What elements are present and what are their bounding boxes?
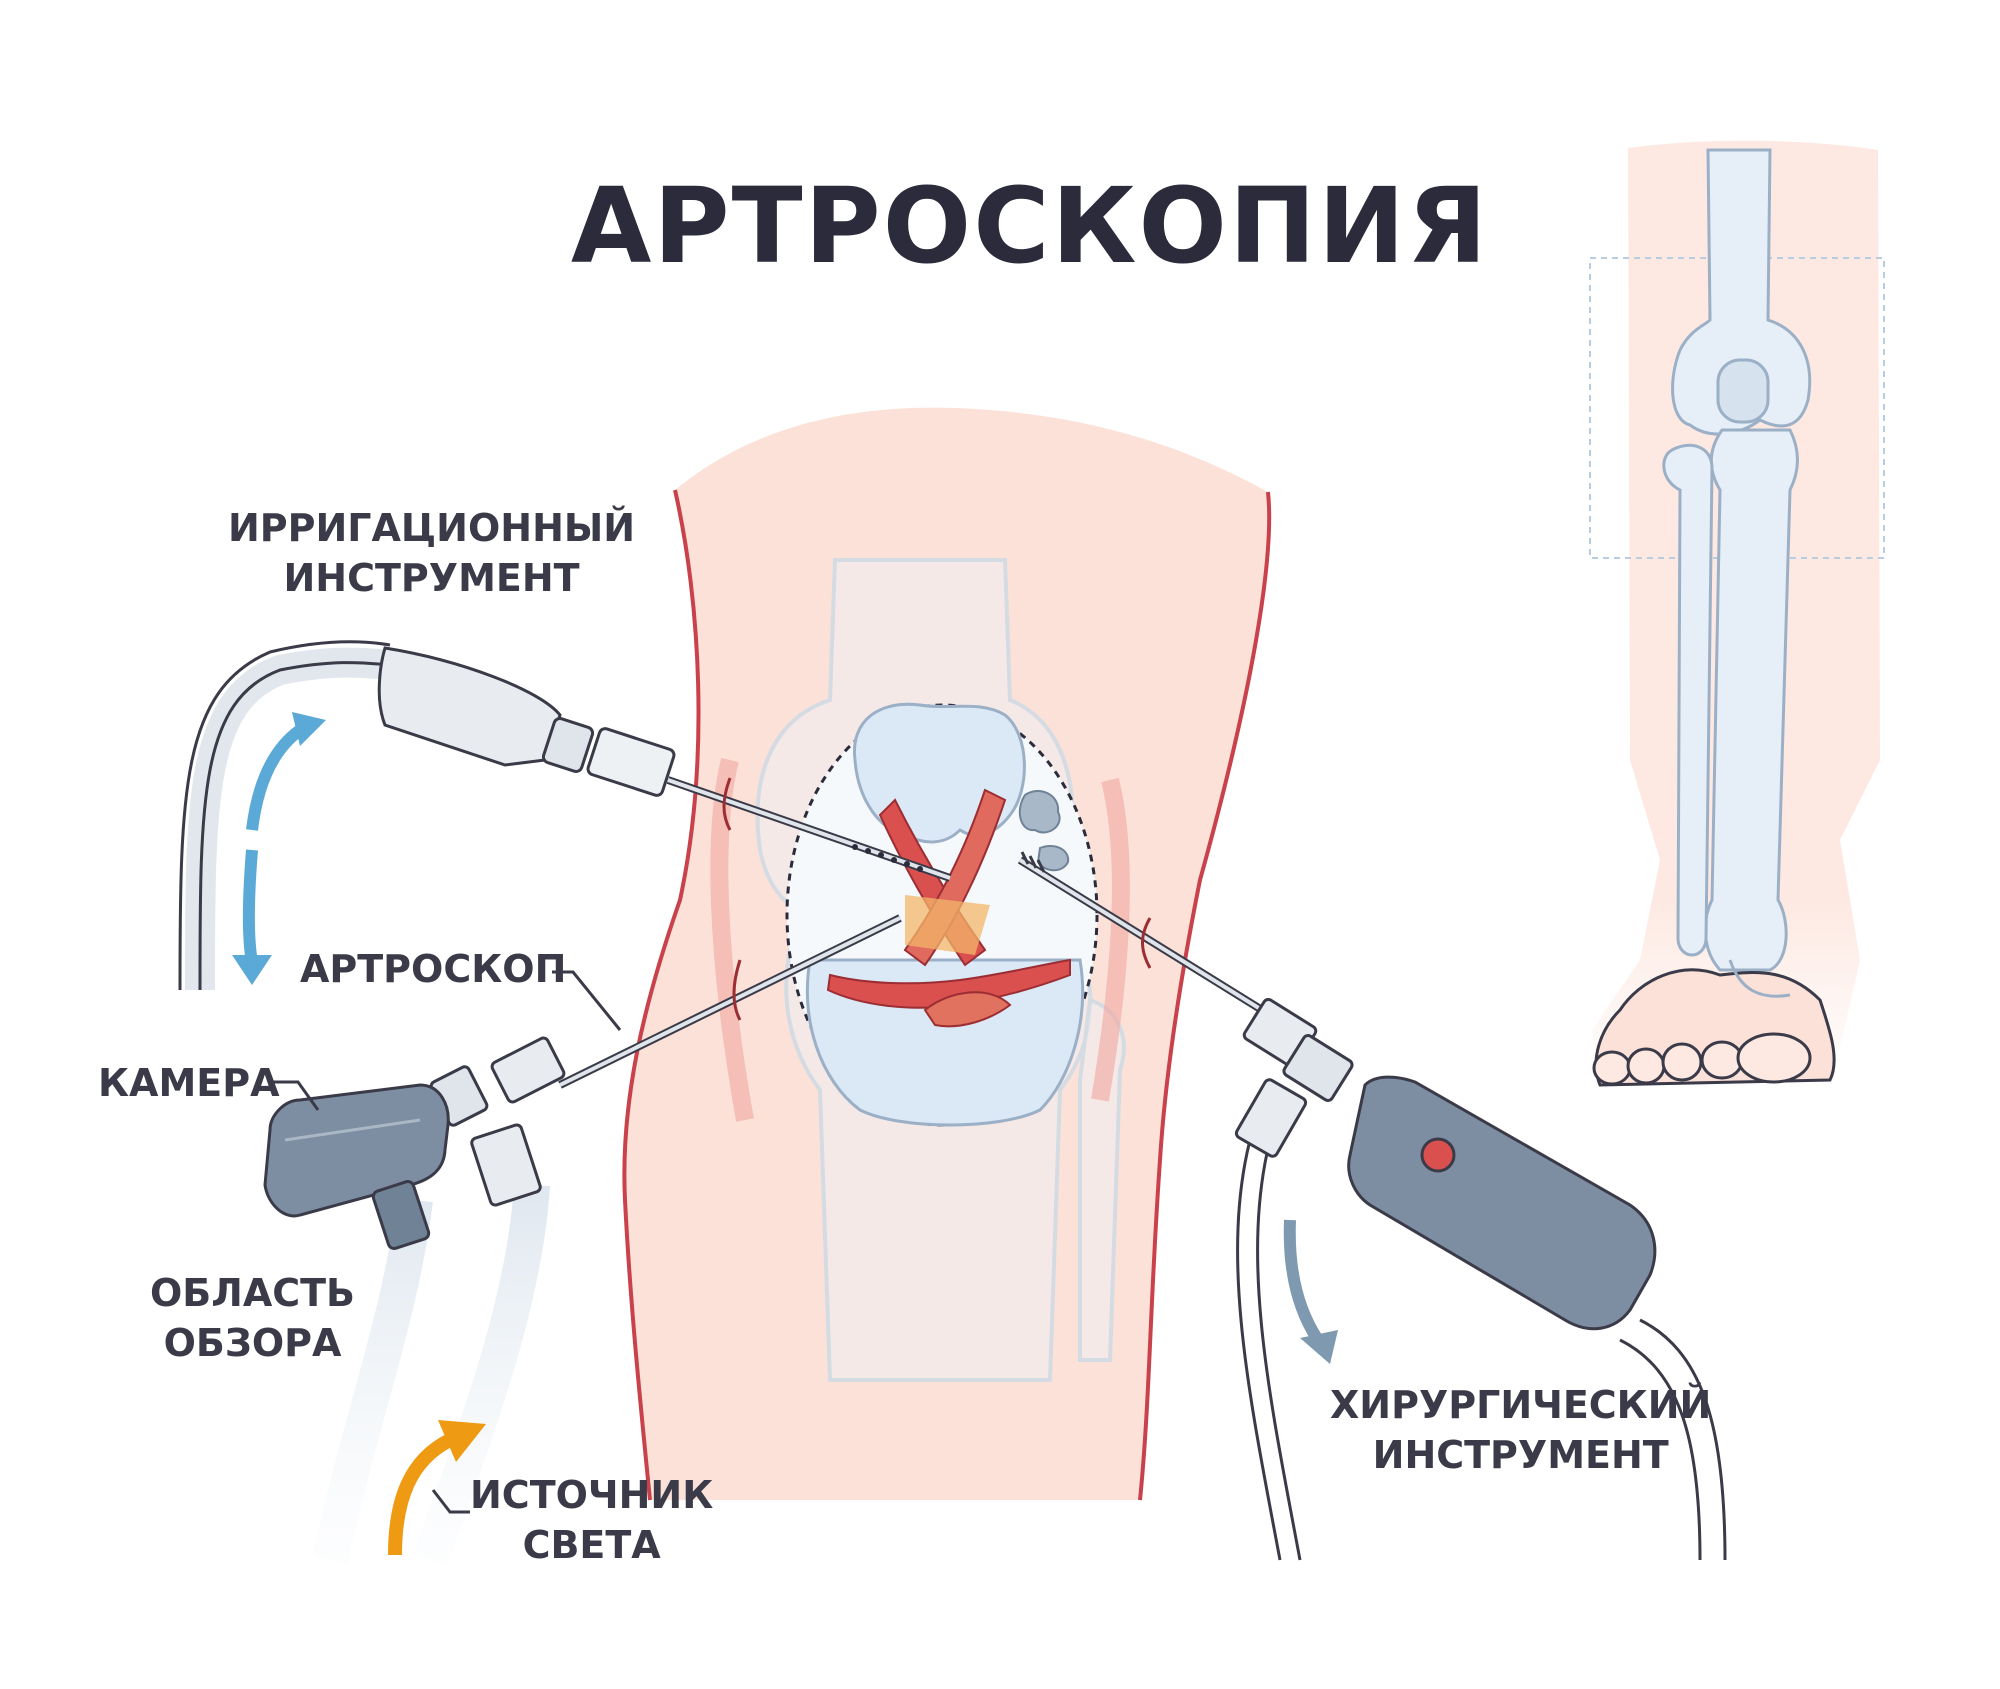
page-title: АРТРОСКОПИЯ: [0, 165, 2000, 287]
label-camera: КАМЕРА: [98, 1058, 280, 1108]
outflow-arrow: [1290, 1220, 1338, 1364]
label-surgical-instrument: ХИРУРГИЧЕСКИЙ ИНСТРУМЕНТ: [1330, 1380, 1711, 1480]
label-view-area: ОБЛАСТЬ ОБЗОРА: [150, 1268, 355, 1368]
label-line: СВЕТА: [470, 1520, 713, 1570]
label-line: ХИРУРГИЧЕСКИЙ: [1330, 1380, 1711, 1430]
label-light-source: ИСТОЧНИК СВЕТА: [470, 1470, 713, 1570]
label-irrigation-instrument: ИРРИГАЦИОННЫЙ ИНСТРУМЕНТ: [228, 503, 635, 603]
label-line: ОБЛАСТЬ: [150, 1268, 355, 1318]
label-arthroscope: АРТРОСКОП: [300, 944, 566, 994]
label-line: ИРРИГАЦИОННЫЙ: [228, 503, 635, 553]
label-line: ИНСТРУМЕНТ: [228, 553, 635, 603]
label-line: ОБЗОРА: [150, 1318, 355, 1368]
label-line: ИСТОЧНИК: [470, 1470, 713, 1520]
label-line: ИНСТРУМЕНТ: [1330, 1430, 1711, 1480]
